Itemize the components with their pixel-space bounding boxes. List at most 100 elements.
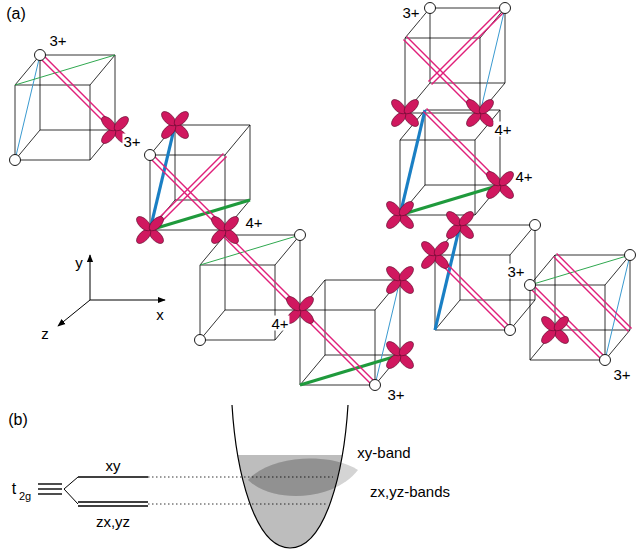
double-bond [528,287,603,362]
atom-site [530,220,541,231]
energy-level [38,488,62,489]
figure-label: (b) [7,412,29,428]
cube-edge [250,125,251,200]
dotted-guide [148,504,326,505]
figure-label: xy [105,458,122,473]
double-bonds [38,6,631,386]
cube-edge [435,255,436,330]
energy-level [78,476,148,478]
atom-site [525,280,536,291]
atom-site [600,355,611,366]
figure-label: 4+ [514,169,533,184]
cube-edge [400,140,401,215]
energy-level [64,477,78,489]
axis-arrow [90,255,91,300]
atom-site [145,150,156,161]
cube-edge [460,225,461,300]
cube-edge [555,255,630,256]
energy-level [38,493,62,494]
energy-level [38,483,62,484]
cube-frames [15,8,630,385]
cube-edge [375,310,376,385]
cube-edge [90,85,91,160]
double-bond [428,6,503,81]
orbital-lobe [497,169,516,188]
energy-level [78,501,148,502]
cube-edge [150,230,225,231]
orbital-lobe [397,264,416,283]
cube-edge [505,8,506,83]
figure-label: 4+ [493,122,512,137]
cube-edge [90,55,115,85]
d-orbital [389,97,421,129]
cube-edge [405,38,406,113]
atom-site [10,155,21,166]
band-diagram [38,405,360,551]
figure-label: 3+ [48,33,67,48]
cube-edge [200,265,275,266]
cube-edge [40,130,115,131]
energy-level [78,505,148,506]
orbital-lobe [402,97,421,116]
thick-bond [400,185,500,215]
cube-edge [300,310,301,385]
cube-edge [480,38,481,113]
cube-edge [300,310,375,311]
figure-label: x [155,307,165,322]
cube-edge [425,185,500,186]
bond-lines [15,8,630,385]
cube-edge [225,310,300,311]
cube-edge [605,285,606,360]
cube-edge [175,125,176,200]
atom-site [195,335,206,346]
cube-edge [15,85,90,86]
cube-edge [435,255,510,256]
d-orbital [444,209,476,241]
figure-label: y [74,255,84,270]
axes [58,255,165,326]
cube-edge [325,280,400,281]
cube-edge [200,265,201,340]
figure-label: xy-band [356,445,411,460]
cube-edge [15,85,16,160]
figure-label: 3+ [401,5,420,20]
cube-edge [400,280,401,355]
d-orbital [134,214,166,246]
figure-label: zx,yz-bands [369,484,451,499]
d-orbital [464,97,496,129]
orbital-lobe [552,314,571,333]
cube-edge [225,235,226,310]
thin-bond [15,55,40,160]
figure-label: zx,yz [95,514,131,529]
d-orbital [484,169,516,201]
cube-edge [200,340,275,341]
cube-edge [430,83,505,84]
figure-label: 3+ [386,387,405,402]
d-orbital [419,239,451,271]
axis-arrow [58,300,90,326]
cube-edge [175,125,250,126]
cube-edge [400,140,475,141]
cube-edge [325,355,400,356]
figure-label: 3+ [122,134,141,149]
thick-bond [400,110,425,215]
figure-label: 2g [18,491,32,502]
cube-edge [555,330,630,331]
cube-edge [225,155,226,230]
cube-edge [430,8,505,9]
figure-label: 3+ [506,264,525,279]
orbital-lobe [112,114,131,133]
cube-edge [405,113,480,114]
figure-label: 4+ [270,316,289,331]
figure-label: z [40,326,50,341]
atom-site [500,3,511,14]
atom-site [35,50,46,61]
d-orbital [384,339,416,371]
orbital-lobe [432,239,451,258]
orbital-lobe [477,97,496,116]
atom-site [295,230,306,241]
orbital-lobe [457,209,476,228]
cube-edge [530,285,531,360]
